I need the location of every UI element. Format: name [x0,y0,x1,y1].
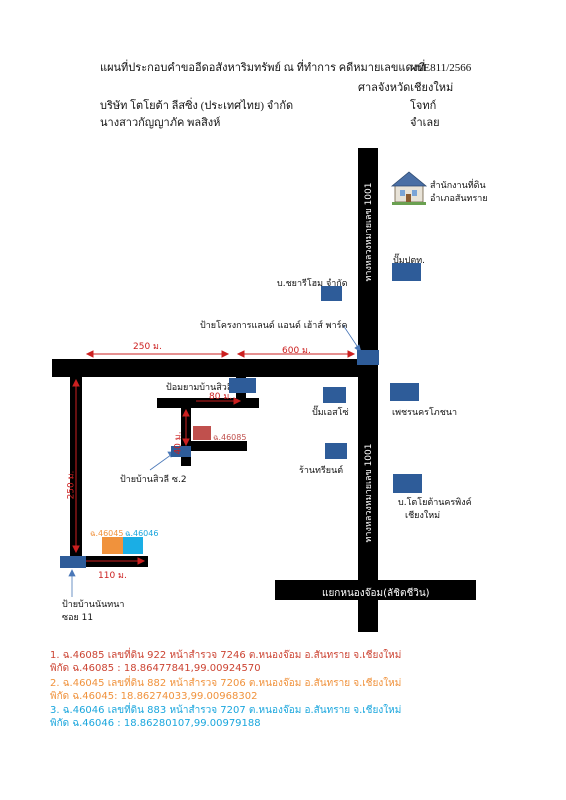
sivalee-soi-road [157,398,259,408]
phetrat-building [390,383,419,401]
nunthana-sign [60,556,86,568]
parcel-46046 [123,537,143,554]
land-office-icon [390,171,428,205]
legend-item-3-line2: พิกัด ฉ.46046 : 18.86280107,99.00979188 [50,718,261,729]
defendant-name: นางสาวกัญญาภัค พลสิงห์ [100,117,221,129]
land-house-sign-label: ป้ายโครงการแลนด์ แอนด์ เฮ้าส์ พาร์ค [200,321,348,331]
header-line1: แผนที่ประกอบคำขออีดอสังหาริมทรัพย์ ณ ที่… [100,62,426,74]
legend-item-3-line1: 3. ฉ.46046 เลขที่ดิน 883 หน้าสำรวจ 7207 … [50,705,402,716]
parcel-46085 [193,426,211,440]
highway-1001-road [358,148,378,632]
junction-label: แยกหนองจ๊อม(ลัชิตชีวิน) [322,588,430,599]
phetrat-label: เพชรนครโภชนา [392,408,458,418]
toyota-dealer-building [393,474,422,493]
sivalee-sign-label: ป้ายบ้านสิวลี ซ.2 [120,475,187,485]
land-office-label-1: สำนักงานที่ดิน [430,181,486,191]
ptt-building [392,263,421,281]
toyota-dealer-label-1: บ.โตโยต้านครพิงค์ [398,498,472,508]
legend-item-1-line1: 1. ฉ.46085 เลขที่ดิน 922 หน้าสำรวจ 7246 … [50,650,402,661]
sivalee-sign [171,446,191,457]
shop-building [325,443,347,459]
nunthana-sign-label-2: ซอย 11 [62,613,94,623]
parcel-46045-label: ฉ.46045 [90,529,124,538]
main-soi-road [52,359,378,377]
nunthana-sign-label-1: ป้ายบ้านนันทนา [62,600,125,610]
distance-250-top: 250 ม. [133,342,162,352]
toyota-dealer-label-2: เชียงใหม่ [405,511,441,521]
distance-600: 600 ม. [282,346,311,356]
plaintiff-name: บริษัท โตโยต้า ลีสซิ่ง (ประเทศไทย) จำกัด [100,100,294,112]
chairi-home-building [321,286,342,301]
parcel-46045 [102,537,123,554]
shop-label: ร้านทรียนต์ [299,466,344,476]
defendant-role: จำเลย [410,117,440,129]
distance-110: 110 ม. [98,571,127,581]
guard-post-building [229,378,256,393]
distance-40: 40 ม. [173,431,184,455]
ptt-label: ปั๊มปตท. [393,256,425,266]
distance-250-left: 250 ม. [66,470,77,500]
shell-label: ปั๊มเอสโซ่ [312,408,349,418]
land-house-sign [357,350,379,365]
sivalee-branch-road [181,441,247,451]
distance-80: 80 ม. [209,392,233,402]
parcel-46046-label: ฉ.46046 [125,529,159,538]
legend-item-2-line2: พิกัด ฉ.46045: 18.86274033,99.00968302 [50,691,258,702]
chairi-home-label: บ.ชยารีโฮม จำกัด [277,279,348,289]
guard-post-label: ป้อมยามบ้านสิวลี [166,383,233,393]
legend-item-1-line2: พิกัด ฉ.46085 : 18.86477841,99.00924570 [50,663,261,674]
parcel-46085-label: ฉ.46085 [213,433,247,442]
junction-road [275,580,476,600]
legend-item-2-line1: 2. ฉ.46045 เลขที่ดิน 882 หน้าสำรวจ 7206 … [50,678,402,689]
shell-building [323,387,346,403]
land-office-label-2: อำเภอสันทราย [430,194,488,204]
court-name: ศาลจังหวัดเชียงใหม่ [358,82,454,94]
plaintiff-role: โจทก์ [410,100,437,112]
case-number: ผบE811/2566 [410,62,472,74]
